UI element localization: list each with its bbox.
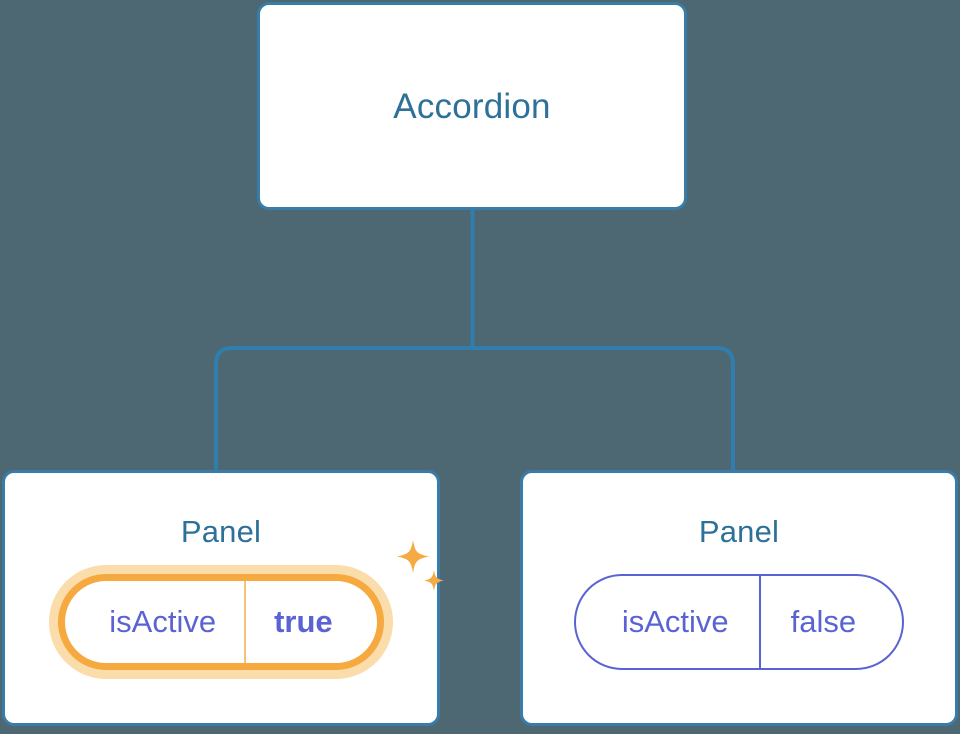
node-accordion[interactable]: Accordion xyxy=(257,2,687,210)
prop-value: false xyxy=(758,576,902,668)
prop-key: isActive xyxy=(621,604,729,639)
node-panel-inactive[interactable]: Panel isActive false xyxy=(520,470,958,726)
sparkle-small-icon xyxy=(424,570,444,591)
connector-branch-right xyxy=(472,346,735,470)
prop-pill-inactive[interactable]: isActive false xyxy=(573,574,905,670)
prop-key: isActive xyxy=(109,604,217,639)
prop-pill-wrap-active: isActive true xyxy=(5,540,444,670)
prop-pill-active[interactable]: isActive true xyxy=(58,574,384,670)
node-panel-active[interactable]: Panel isActive true xyxy=(2,470,444,726)
node-panel-active-title: Panel xyxy=(180,514,262,549)
sparkles-group xyxy=(397,540,444,591)
prop-pill-wrap-inactive: isActive false xyxy=(523,574,955,670)
node-panel-inactive-title: Panel xyxy=(698,514,780,549)
connector-branch-left xyxy=(214,346,473,470)
prop-value: true xyxy=(244,581,377,663)
node-accordion-title: Accordion xyxy=(393,87,551,126)
